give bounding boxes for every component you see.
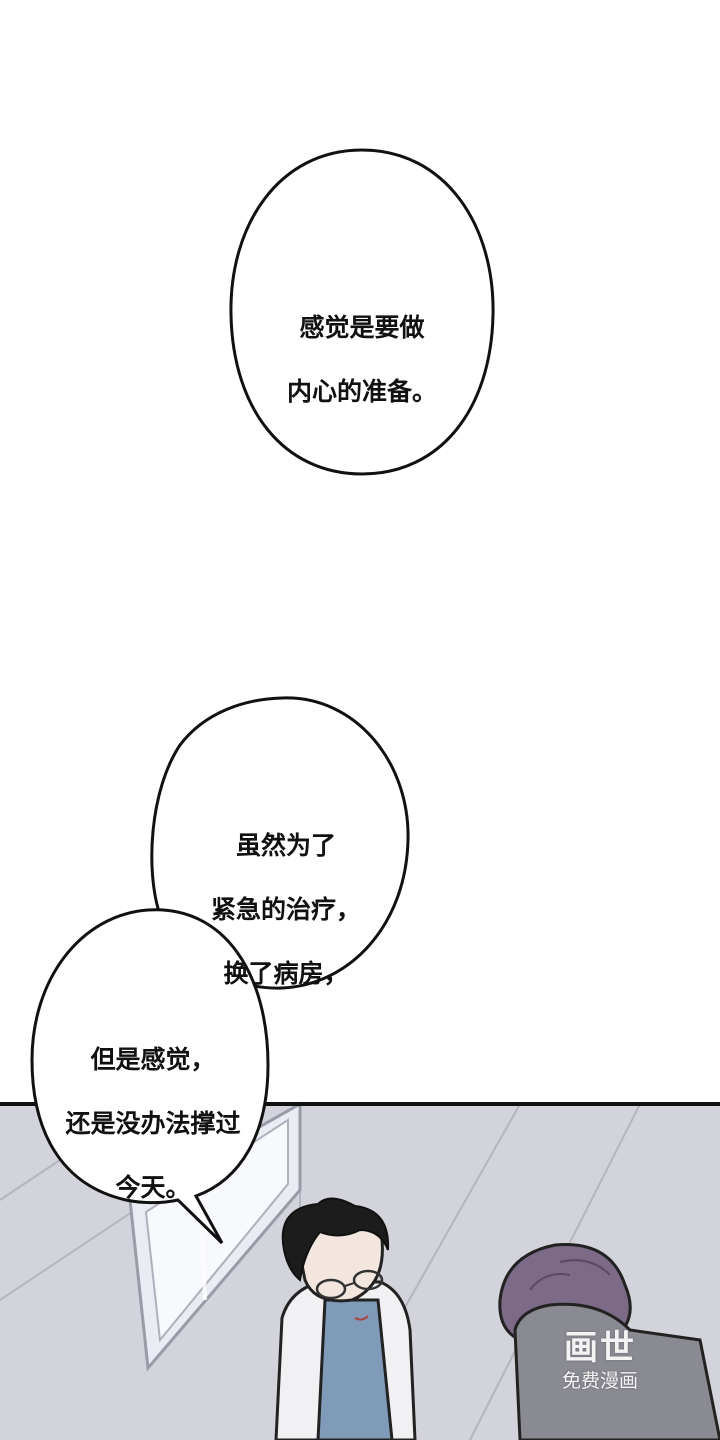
speech-bubble-1: [229, 148, 495, 476]
bubble-3-line-2: 还是没办法撑过: [65, 1109, 241, 1138]
watermark: 画世 免费漫画: [540, 1328, 660, 1394]
bubble-1-text: 感觉是要做 内心的准备。: [262, 280, 462, 440]
bubble-2-line-1: 虽然为了: [235, 831, 336, 860]
bubble-1-line-2: 内心的准备。: [286, 377, 437, 406]
bubble-3-line-3: 今天。: [115, 1173, 191, 1202]
bubble-2-line-3: 换了病房，: [223, 959, 349, 988]
doctor-character: [274, 1197, 417, 1440]
bubble-3-text: 但是感觉， 还是没办法撑过 今天。: [40, 1012, 266, 1236]
bubble-2-text: 虽然为了 紧急的治疗， 换了病房，: [176, 798, 396, 1022]
bubble-3-line-1: 但是感觉，: [90, 1045, 216, 1074]
watermark-subtitle: 免费漫画: [561, 1370, 638, 1392]
hospital-panel: [0, 1101, 720, 1440]
patient-character: [498, 1243, 720, 1440]
speech-bubble-3: [30, 908, 270, 1245]
bubble-2-line-2: 紧急的治疗，: [210, 895, 361, 924]
watermark-logo: 画世: [564, 1328, 636, 1368]
bubble-1-line-1: 感觉是要做: [299, 313, 425, 342]
